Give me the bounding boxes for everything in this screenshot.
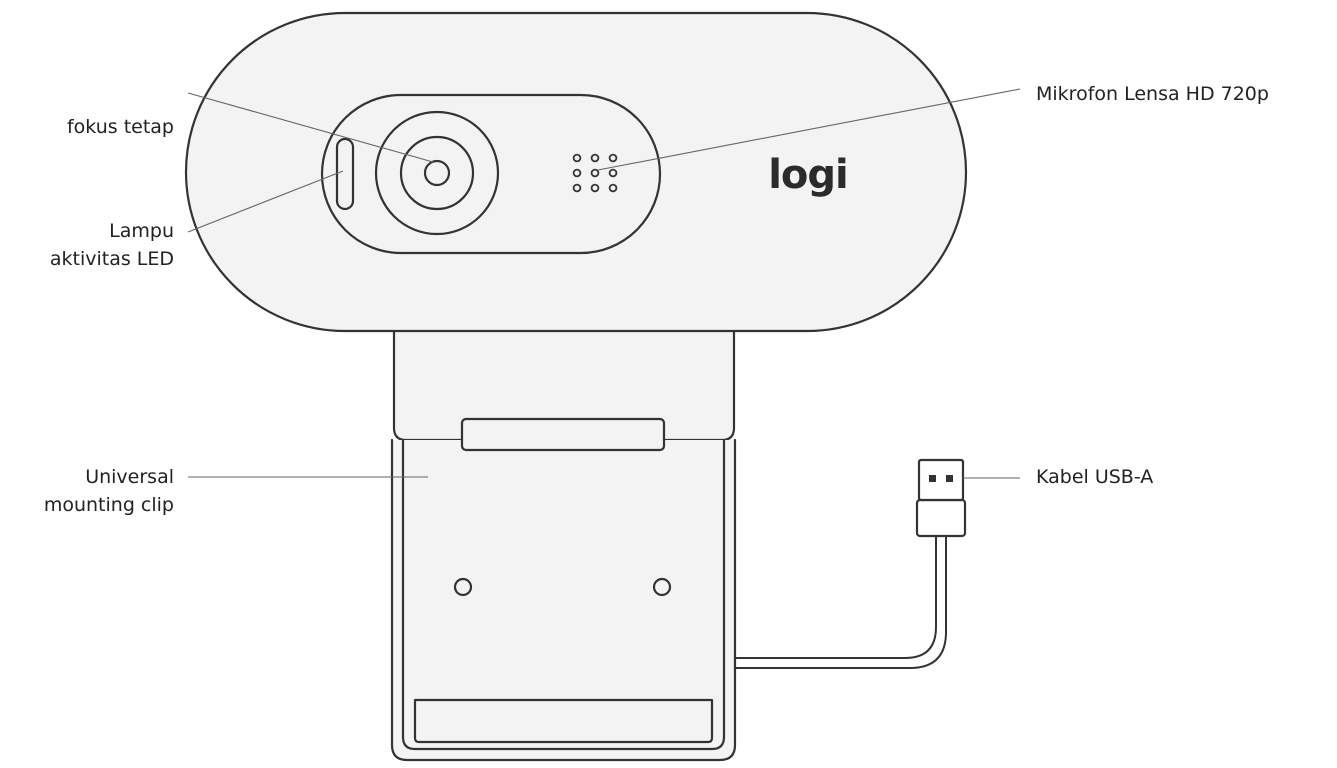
callout-mic-lens: Mikrofon Lensa HD 720p — [1036, 80, 1269, 108]
leader-led — [187, 170, 344, 233]
mount-hole-left — [453, 577, 473, 597]
lens-outer-ring — [374, 110, 500, 236]
usb-cable-inner — [734, 535, 947, 669]
callout-clip-line1: Universal — [85, 466, 174, 488]
lens-middle-ring — [399, 135, 475, 211]
clip-grip-slot — [413, 698, 714, 744]
callout-led-line2: aktivitas LED — [49, 248, 174, 270]
usb-pin-left — [929, 475, 936, 482]
callout-usb: Kabel USB-A — [1036, 463, 1153, 491]
callout-clip: Universal mounting clip — [44, 463, 174, 519]
usb-plug-connector — [917, 458, 965, 502]
callout-led-line1: Lampu — [109, 220, 174, 242]
mount-hole-right — [652, 577, 672, 597]
leader-fixed-focus — [187, 92, 434, 163]
callout-usb-text: Kabel USB-A — [1036, 466, 1154, 488]
microphone-grille — [572, 153, 618, 193]
callout-led: Lampu aktivitas LED — [50, 217, 174, 273]
clip-lower-plate-inner — [401, 438, 726, 751]
brand-logo: logi — [768, 152, 848, 198]
led-activity-light — [335, 137, 355, 211]
clip-lower-plate — [390, 438, 737, 762]
clip-hinge-tab — [460, 417, 666, 452]
usb-cable — [734, 535, 937, 659]
callout-mic-lens-text: Mikrofon Lensa HD 720p — [1036, 83, 1269, 105]
callout-clip-line2: mounting clip — [43, 494, 174, 516]
usb-pin-right — [946, 475, 953, 482]
lens-panel — [320, 93, 662, 255]
leader-mic-lens — [597, 88, 1021, 171]
usb-plug-body — [915, 498, 967, 538]
callout-fixed-focus-text: fokus tetap — [66, 116, 174, 138]
callout-fixed-focus: fokus tetap — [67, 113, 174, 141]
lens-inner-ring — [423, 159, 451, 187]
